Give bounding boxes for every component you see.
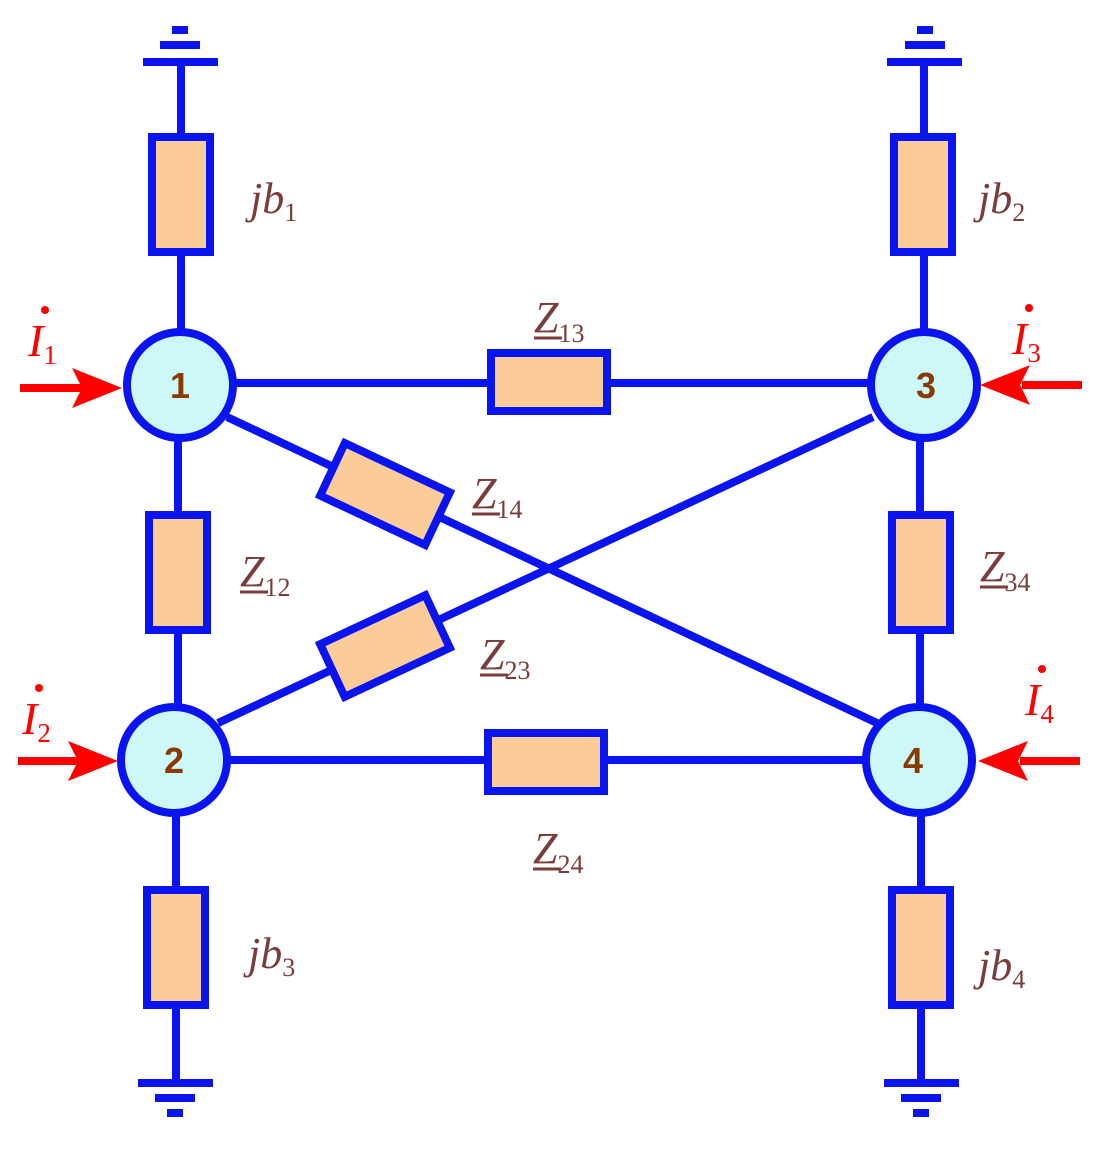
- node-4: 4: [862, 703, 976, 817]
- label-z34: Z34: [980, 542, 1030, 597]
- node-3: 3: [867, 328, 981, 442]
- svg-text:Z34: Z34: [980, 542, 1030, 597]
- svg-text:I1: I1: [27, 315, 57, 370]
- label-jb4: jb4: [973, 941, 1025, 994]
- box-z13: [487, 349, 611, 415]
- box-z23: [314, 589, 456, 703]
- label-z24: Z24: [533, 824, 583, 879]
- current-arrow-4: [978, 741, 1080, 781]
- label-current-2: I2: [21, 684, 51, 748]
- box-jb4: [888, 886, 954, 1009]
- svg-text:Z14: Z14: [472, 469, 522, 524]
- ground-symbol-bottom-left: [138, 1079, 213, 1117]
- svg-text:Z23: Z23: [480, 630, 530, 685]
- box-jb3: [143, 886, 209, 1009]
- label-current-1: I1: [27, 306, 57, 370]
- label-z12: Z12: [240, 547, 290, 602]
- svg-text:I3: I3: [1011, 313, 1041, 368]
- box-z24: [484, 729, 608, 795]
- label-jb3: jb3: [243, 929, 295, 982]
- current-arrow-3: [980, 365, 1082, 405]
- box-z12: [145, 511, 211, 634]
- node-2-label: 2: [164, 740, 184, 781]
- label-jb1: jb1: [245, 174, 297, 227]
- svg-text:I4: I4: [1024, 674, 1054, 729]
- label-z14: Z14: [472, 469, 522, 524]
- svg-text:Z24: Z24: [533, 824, 583, 879]
- ground-symbol-top-left: [143, 26, 218, 66]
- box-z34: [888, 511, 954, 634]
- label-z13: Z13: [534, 293, 584, 348]
- current-arrow-1: [20, 368, 122, 408]
- wire-2-3: [216, 413, 875, 727]
- ground-symbol-top-right: [887, 26, 962, 66]
- node-4-label: 4: [903, 740, 923, 781]
- node-1-label: 1: [170, 365, 190, 406]
- box-jb2: [890, 133, 956, 256]
- label-current-3: I3: [1011, 304, 1041, 368]
- box-jb1: [148, 133, 214, 256]
- svg-text:I2: I2: [21, 693, 51, 748]
- svg-text:Z13: Z13: [534, 293, 584, 348]
- label-current-4: I4: [1024, 665, 1054, 729]
- node-3-label: 3: [916, 365, 936, 406]
- label-z23: Z23: [480, 630, 530, 685]
- svg-text:Z12: Z12: [240, 547, 290, 602]
- box-z14: [314, 437, 456, 551]
- ground-symbol-bottom-right: [884, 1079, 959, 1117]
- current-arrow-2: [18, 741, 118, 781]
- node-1: 1: [123, 328, 237, 442]
- node-2: 2: [117, 703, 231, 817]
- label-jb2: jb2: [973, 174, 1025, 227]
